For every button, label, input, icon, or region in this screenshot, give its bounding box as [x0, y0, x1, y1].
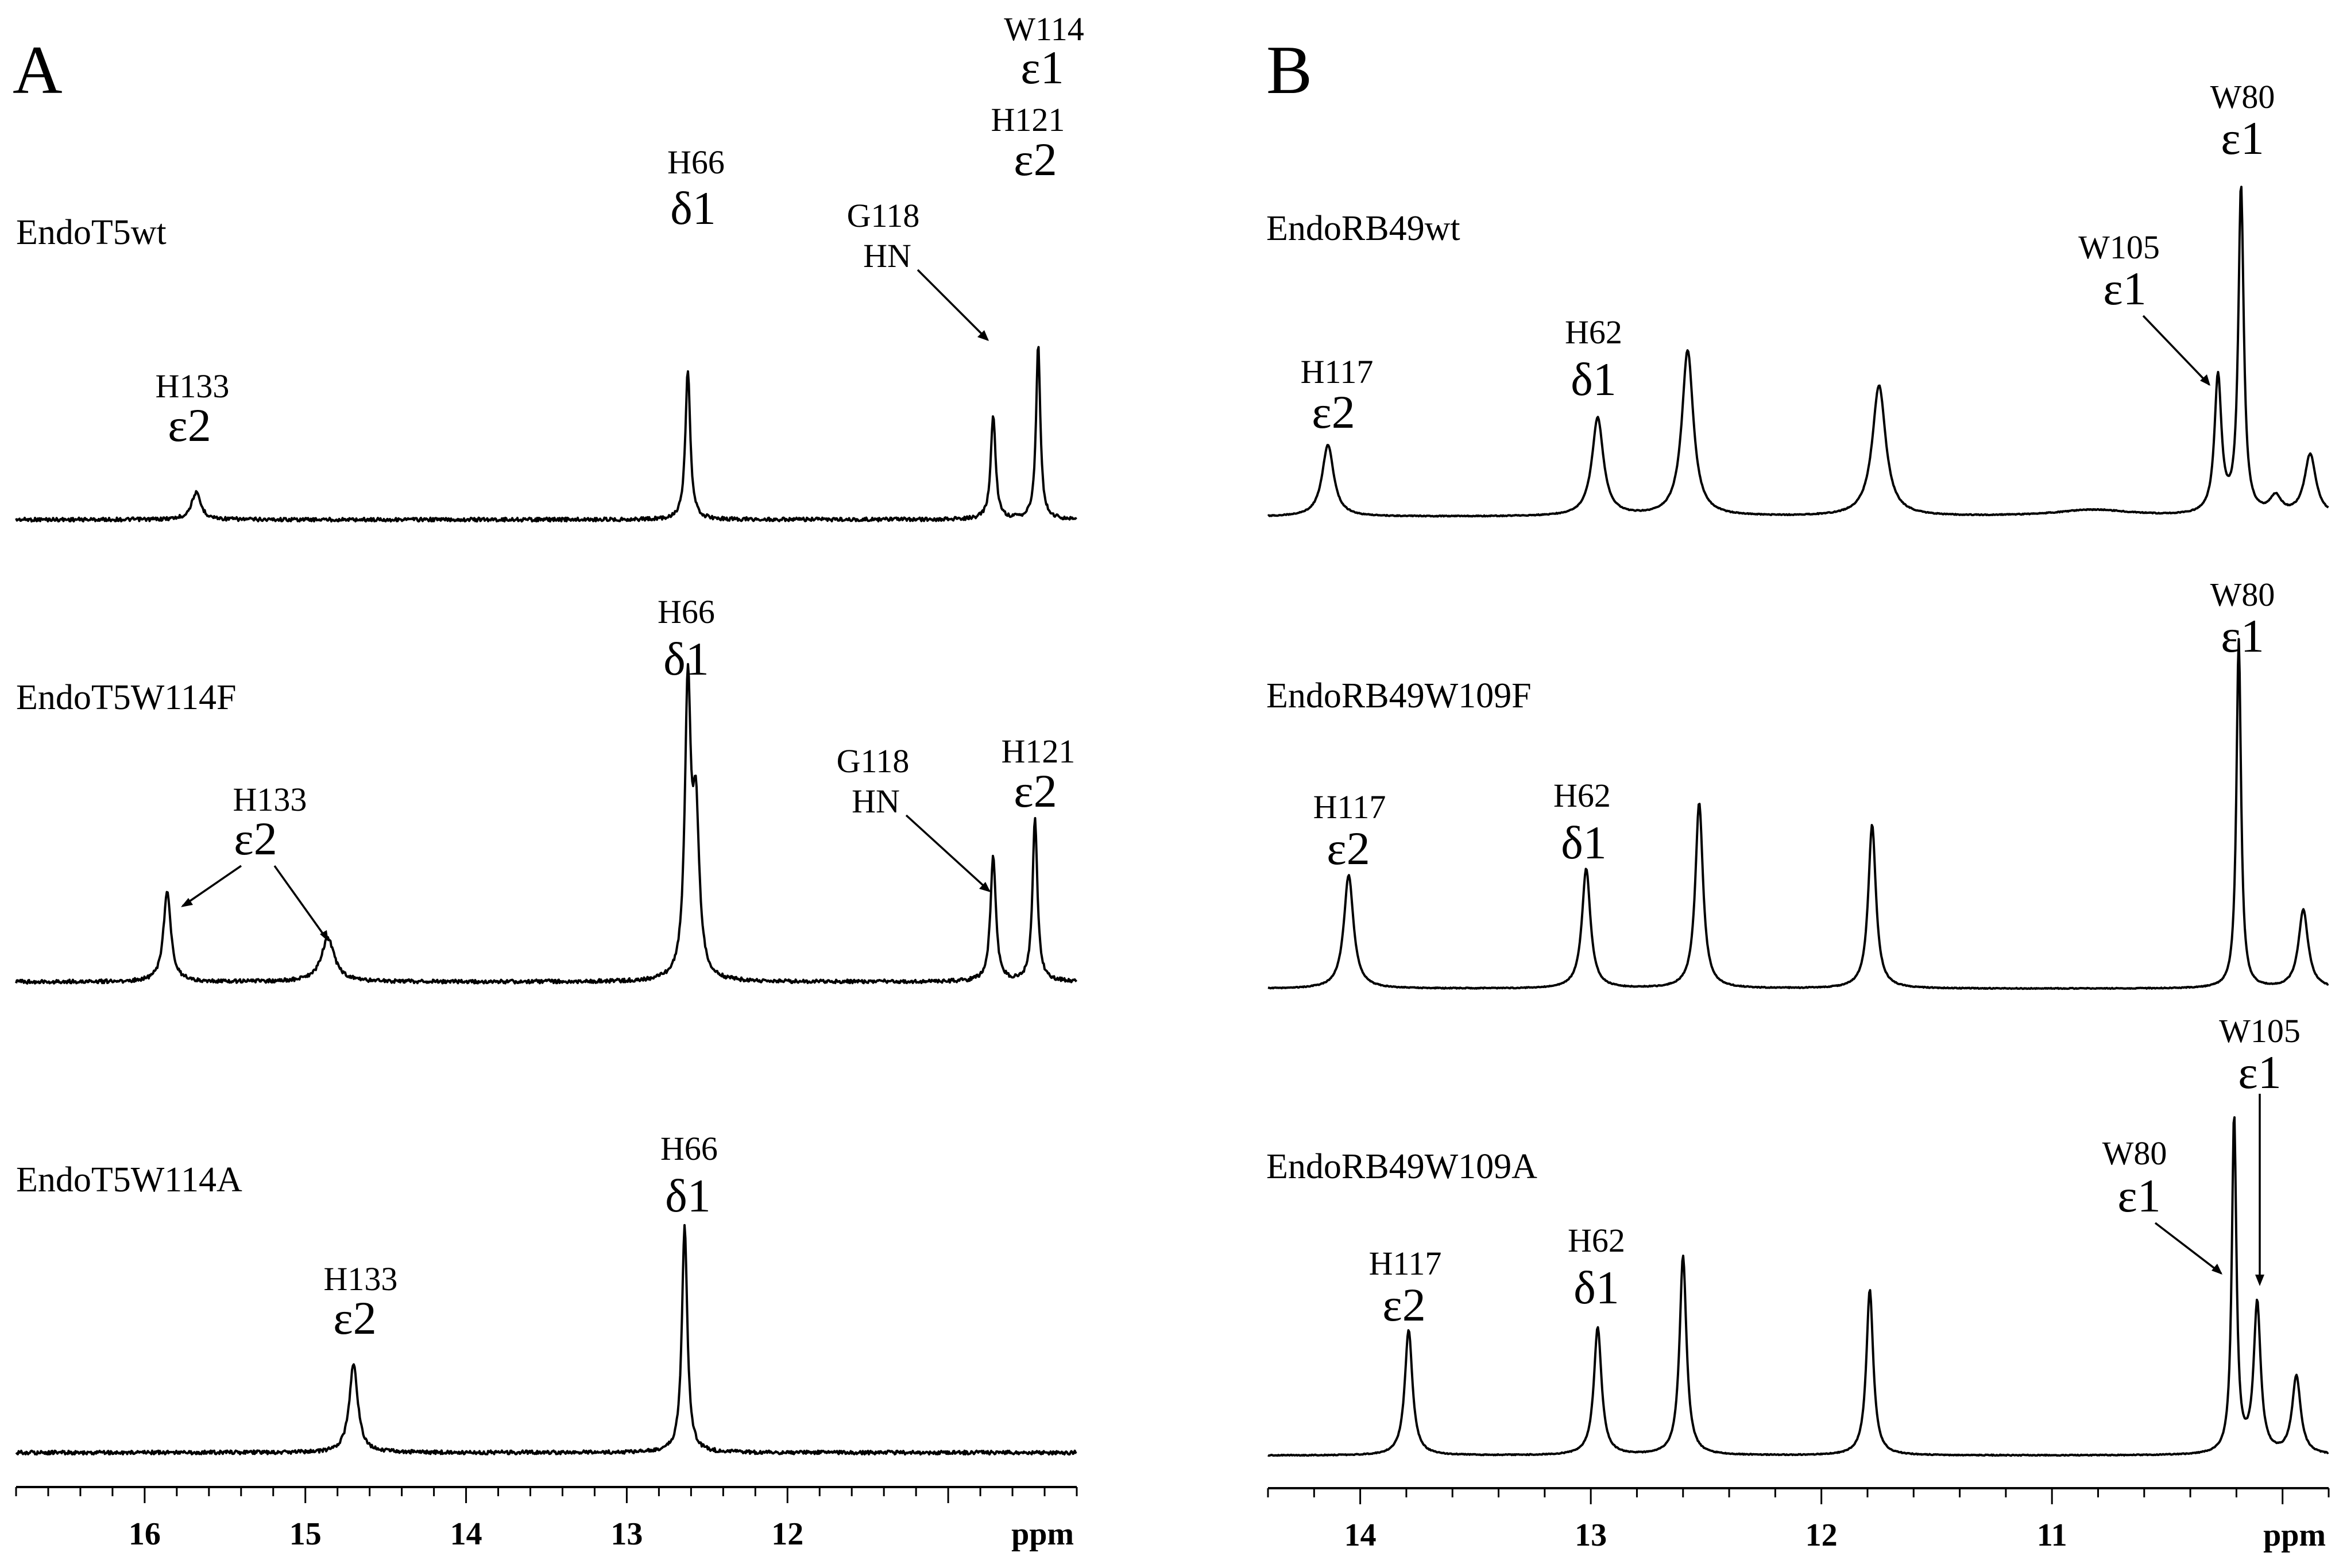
peak-label-res: HN: [852, 783, 900, 820]
tick-label: 15: [289, 1516, 322, 1552]
tick-label: 14: [1344, 1517, 1377, 1553]
sample-label-b2: EndoRB49W109A: [1266, 1147, 1537, 1186]
peak-label-atom: ε2: [1327, 822, 1370, 874]
spectrum-a-1: [15, 663, 1078, 985]
peak-label-atom: ε2: [1014, 765, 1057, 817]
axes-layer: 16 15 14 13 12 ppm 14 13 12 11 ppm: [15, 1486, 2330, 1553]
peak-label-res: H66: [667, 144, 725, 181]
arrowhead: [2200, 374, 2210, 386]
peak-label-atom: δ1: [1571, 353, 1617, 405]
spectrum-b-0: [1267, 185, 2329, 518]
peak-label-res: H121: [991, 101, 1065, 138]
peak-label-atom: ε1: [2221, 610, 2264, 662]
peak-label-res: G118: [837, 742, 910, 780]
peak-label-res: H133: [156, 367, 230, 405]
spectrum-b-1: [1267, 638, 2329, 990]
arrowhead: [181, 898, 193, 907]
peak-label-res: W105: [2219, 1012, 2301, 1050]
pointer-arrow: [273, 865, 328, 941]
peak-label-res: H62: [1553, 777, 1611, 814]
spectrum-a-0: [15, 346, 1077, 523]
peak-label-atom: ε2: [234, 812, 277, 865]
sample-label-a0: EndoT5wt: [16, 213, 167, 252]
peak-label-res: W114: [1004, 10, 1084, 48]
peak-label-res: H121: [1002, 733, 1076, 770]
sample-label-b1: EndoRB49W109F: [1266, 676, 1532, 715]
panel-letter-a: A: [13, 32, 63, 108]
tick-label: 11: [2037, 1517, 2067, 1553]
sample-label-b0: EndoRB49wt: [1266, 209, 1460, 248]
peak-label-atom: δ1: [670, 182, 716, 234]
peak-label-atom: δ1: [1573, 1261, 1619, 1314]
tick-label: 13: [610, 1516, 643, 1552]
peak-label-res: W80: [2210, 78, 2275, 115]
pointer-arrow: [917, 269, 989, 341]
axis-unit-label: ppm: [1011, 1516, 1074, 1552]
peak-label-res: H62: [1565, 313, 1622, 351]
peak-label-res: H66: [658, 593, 715, 630]
peak-label-atom: δ1: [665, 1170, 711, 1222]
peak-label-res: H117: [1313, 788, 1386, 826]
peak-label-atom: ε2: [1014, 133, 1057, 185]
peak-label-atom: ε1: [2238, 1046, 2281, 1098]
spectrum-b-2: [1267, 1116, 2329, 1457]
peak-label-atom: ε2: [168, 399, 211, 451]
panel-letter-b: B: [1266, 32, 1312, 108]
peak-label-res: H133: [233, 781, 307, 818]
spectrum-a-2: [15, 1224, 1077, 1456]
arrowhead: [977, 330, 989, 341]
peak-label-res: W80: [2102, 1135, 2167, 1172]
tick-label: 16: [129, 1516, 161, 1552]
sample-label-a2: EndoT5W114A: [16, 1160, 242, 1199]
peak-label-res: G118: [847, 197, 920, 234]
peak-label-atom: δ1: [1561, 816, 1607, 869]
peak-label-atom: ε2: [333, 1292, 376, 1344]
peak-label-atom: ε1: [1020, 41, 1064, 94]
tick-label: 13: [1575, 1517, 1607, 1553]
tick-label: 14: [450, 1516, 482, 1552]
peak-label-res: HN: [863, 237, 911, 274]
arrowhead: [979, 882, 991, 892]
pointer-arrow: [2142, 315, 2210, 386]
arrowhead: [2212, 1264, 2222, 1275]
pointer-arrow: [2154, 1222, 2222, 1275]
peak-label-res: H117: [1369, 1245, 1442, 1282]
peak-label-atom: ε1: [2221, 112, 2264, 164]
pointer-arrow: [905, 814, 991, 892]
tick-label: 12: [771, 1516, 803, 1552]
pointer-arrow: [182, 865, 242, 907]
peak-label-atom: ε2: [1312, 386, 1355, 438]
peak-label-res: W105: [2078, 229, 2160, 266]
peak-label-res: H66: [660, 1130, 718, 1167]
arrowhead: [2255, 1275, 2264, 1286]
peak-label-res: W80: [2210, 576, 2275, 613]
axis-unit-label: ppm: [2263, 1517, 2326, 1553]
peak-label-res: H62: [1568, 1222, 1625, 1259]
sample-label-a1: EndoT5W114F: [16, 678, 236, 717]
peak-label-res: H133: [324, 1260, 398, 1298]
peak-label-res: H117: [1301, 353, 1374, 390]
peak-label-atom: ε2: [1382, 1279, 1425, 1331]
tick-label: 12: [1806, 1517, 1838, 1553]
spectra-layer: [15, 185, 2329, 1457]
peak-label-atom: ε1: [2117, 1170, 2160, 1222]
peak-label-atom: ε1: [2103, 262, 2146, 315]
